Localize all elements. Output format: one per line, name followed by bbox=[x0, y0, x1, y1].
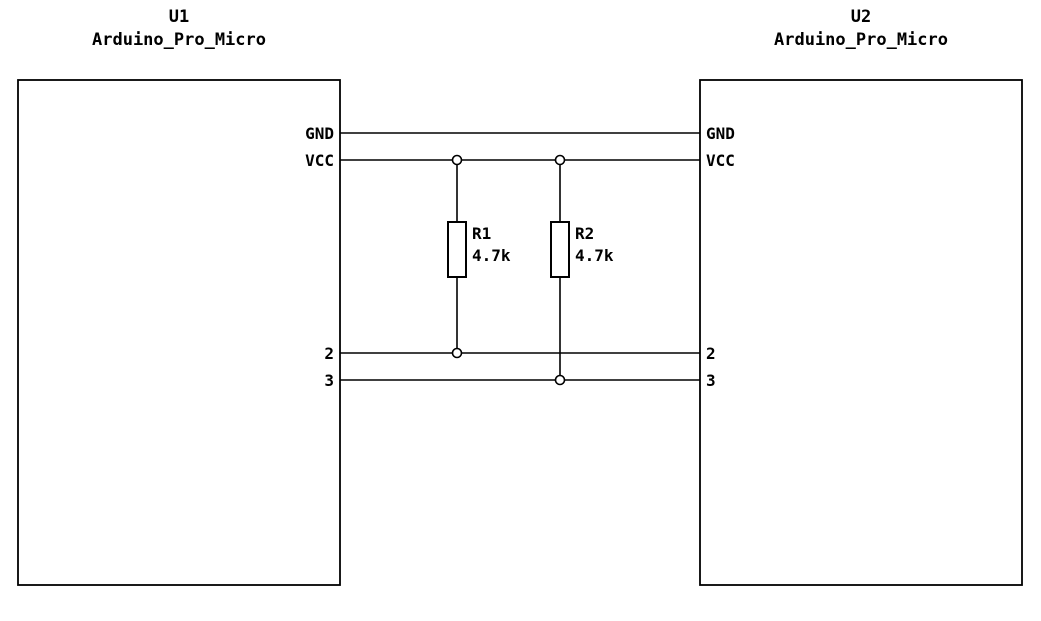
u2-pin-label-gnd: GND bbox=[706, 124, 735, 143]
u1-pin-label-2: 2 bbox=[324, 344, 334, 363]
junction-r1-net2 bbox=[451, 347, 463, 359]
component-r1: R1 4.7k bbox=[447, 221, 511, 278]
u2-reference: U2 bbox=[851, 7, 871, 27]
u2-pin-label-3: 3 bbox=[706, 371, 716, 390]
u1-reference: U1 bbox=[169, 7, 189, 27]
u1-pin-label-vcc: VCC bbox=[305, 151, 334, 170]
u1-value: Arduino_Pro_Micro bbox=[92, 30, 266, 50]
wires bbox=[340, 132, 700, 381]
u1-symbol-body bbox=[17, 79, 341, 586]
r2-reference: R2 bbox=[575, 224, 594, 243]
r2-symbol-body bbox=[550, 221, 570, 278]
component-r2: R2 4.7k bbox=[550, 221, 614, 278]
u2-value: Arduino_Pro_Micro bbox=[774, 30, 948, 50]
u2-pin-label-vcc: VCC bbox=[706, 151, 735, 170]
component-u1: U1 Arduino_Pro_Micro GND VCC 2 3 bbox=[17, 7, 341, 586]
r1-value: 4.7k bbox=[472, 246, 511, 265]
r1-symbol-body bbox=[447, 221, 467, 278]
component-u2: U2 Arduino_Pro_Micro GND VCC 2 3 bbox=[699, 7, 1023, 586]
r1-reference: R1 bbox=[472, 224, 491, 243]
junction-r1-vcc bbox=[451, 154, 463, 166]
r2-value: 4.7k bbox=[575, 246, 614, 265]
junction-r2-net3 bbox=[554, 374, 566, 386]
junction-r2-vcc bbox=[554, 154, 566, 166]
junctions bbox=[451, 154, 566, 386]
u2-symbol-body bbox=[699, 79, 1023, 586]
u1-pin-label-3: 3 bbox=[324, 371, 334, 390]
u1-pin-label-gnd: GND bbox=[305, 124, 334, 143]
u2-pin-label-2: 2 bbox=[706, 344, 716, 363]
